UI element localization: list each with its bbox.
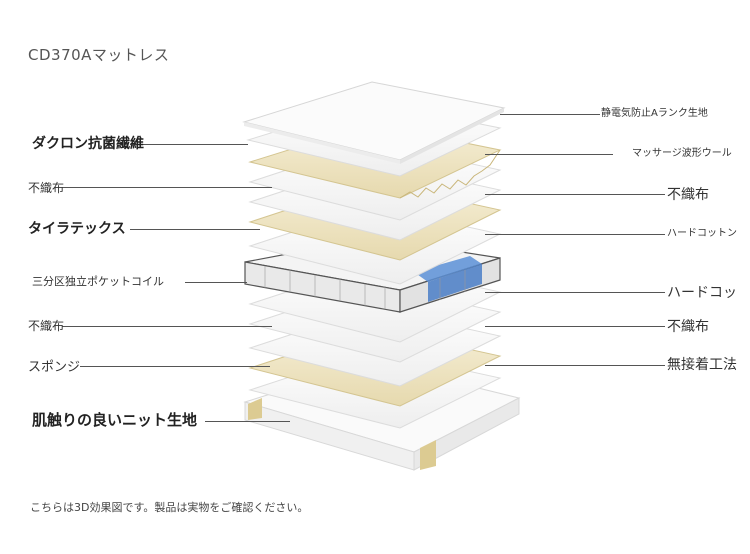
label-hard-cotton-1: ハードコットン [667,228,737,239]
label-pocket-coil: 三分区独立ポケットコイル [32,275,164,288]
label-dacron-fiber: ダクロン抗菌繊維 [32,136,144,152]
leader-line-left-2 [62,187,272,188]
label-no-adhesive: 無接着工法 [667,357,737,373]
leader-line-right-3 [485,194,665,195]
label-nonwoven-left-1: 不織布 [28,181,65,195]
label-sponge: スポンジ [28,360,81,375]
leader-line-left-3 [130,229,260,230]
leader-line-right-6 [485,326,665,327]
leader-line-right-5 [485,292,665,293]
leader-line-left-5 [62,326,272,327]
leader-line-left-1 [130,144,248,145]
leader-line-left-6 [80,366,270,367]
label-hard-cotton-2: ハードコッ [667,285,737,301]
label-wave-wool: マッサージ波形ウール [632,148,732,159]
leader-line-right-7 [485,365,665,366]
leader-line-right-1 [500,114,600,115]
label-nonwoven-left-2: 不織布 [28,319,65,333]
footnote: こちらは3D効果図です。製品は実物をご確認ください。 [30,501,309,514]
label-nonwoven-right-1: 不織布 [667,187,709,203]
label-thai-latex: タイラテックス [28,221,126,237]
layer-top-fabric [242,81,506,164]
leader-line-left-7 [205,421,290,422]
label-antistatic-fabric: 静電気防止Aランク生地 [601,108,708,119]
label-knit-fabric: 肌触りの良いニット生地 [32,411,198,429]
label-nonwoven-right-2: 不織布 [667,319,709,335]
leader-line-left-4 [185,282,247,283]
leader-line-right-2 [485,154,613,155]
leader-line-right-4 [485,234,665,235]
page-title: CD370Aマットレス [28,46,170,64]
